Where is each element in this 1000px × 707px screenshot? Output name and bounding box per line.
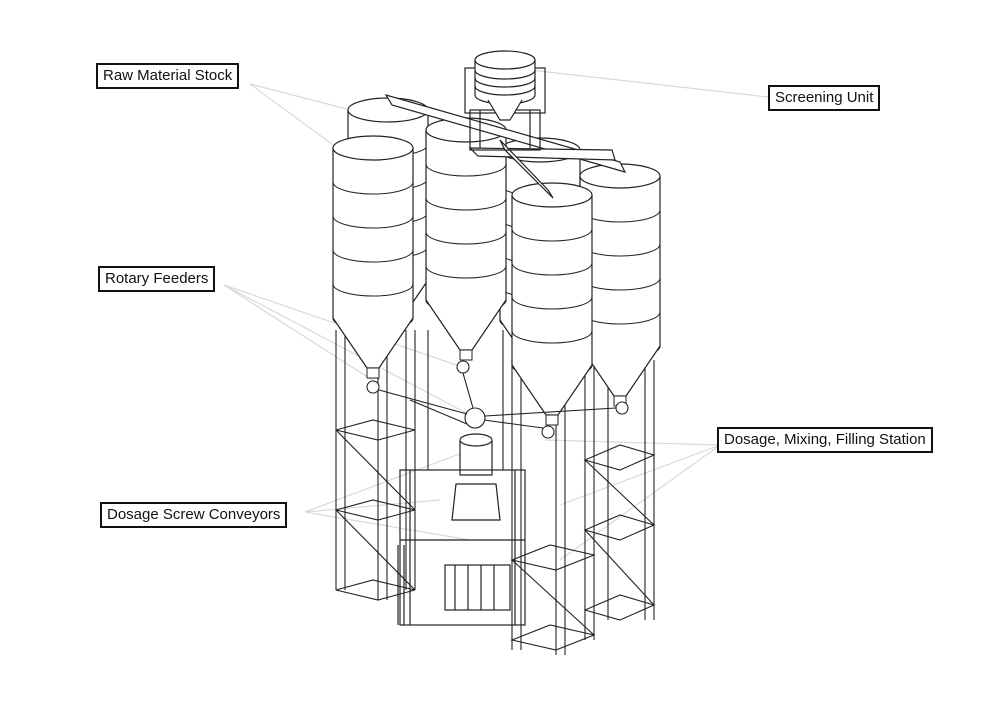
rotary-feeders-machine [366, 360, 629, 439]
top-conveyors [384, 94, 627, 199]
label-screening-unit: Screening Unit [768, 85, 881, 111]
label-dosage-mixing-filling-station: Dosage, Mixing, Filling Station [717, 427, 933, 453]
screening-unit-machine [464, 50, 546, 121]
mixing-station-machine [397, 433, 526, 626]
label-rotary-feeders: Rotary Feeders [98, 266, 216, 292]
silo-front-right [511, 182, 593, 426]
label-raw-material-stock: Raw Material Stock [96, 63, 240, 89]
support-structure [335, 330, 656, 655]
label-dosage-screw-conveyors: Dosage Screw Conveyors [100, 502, 288, 528]
